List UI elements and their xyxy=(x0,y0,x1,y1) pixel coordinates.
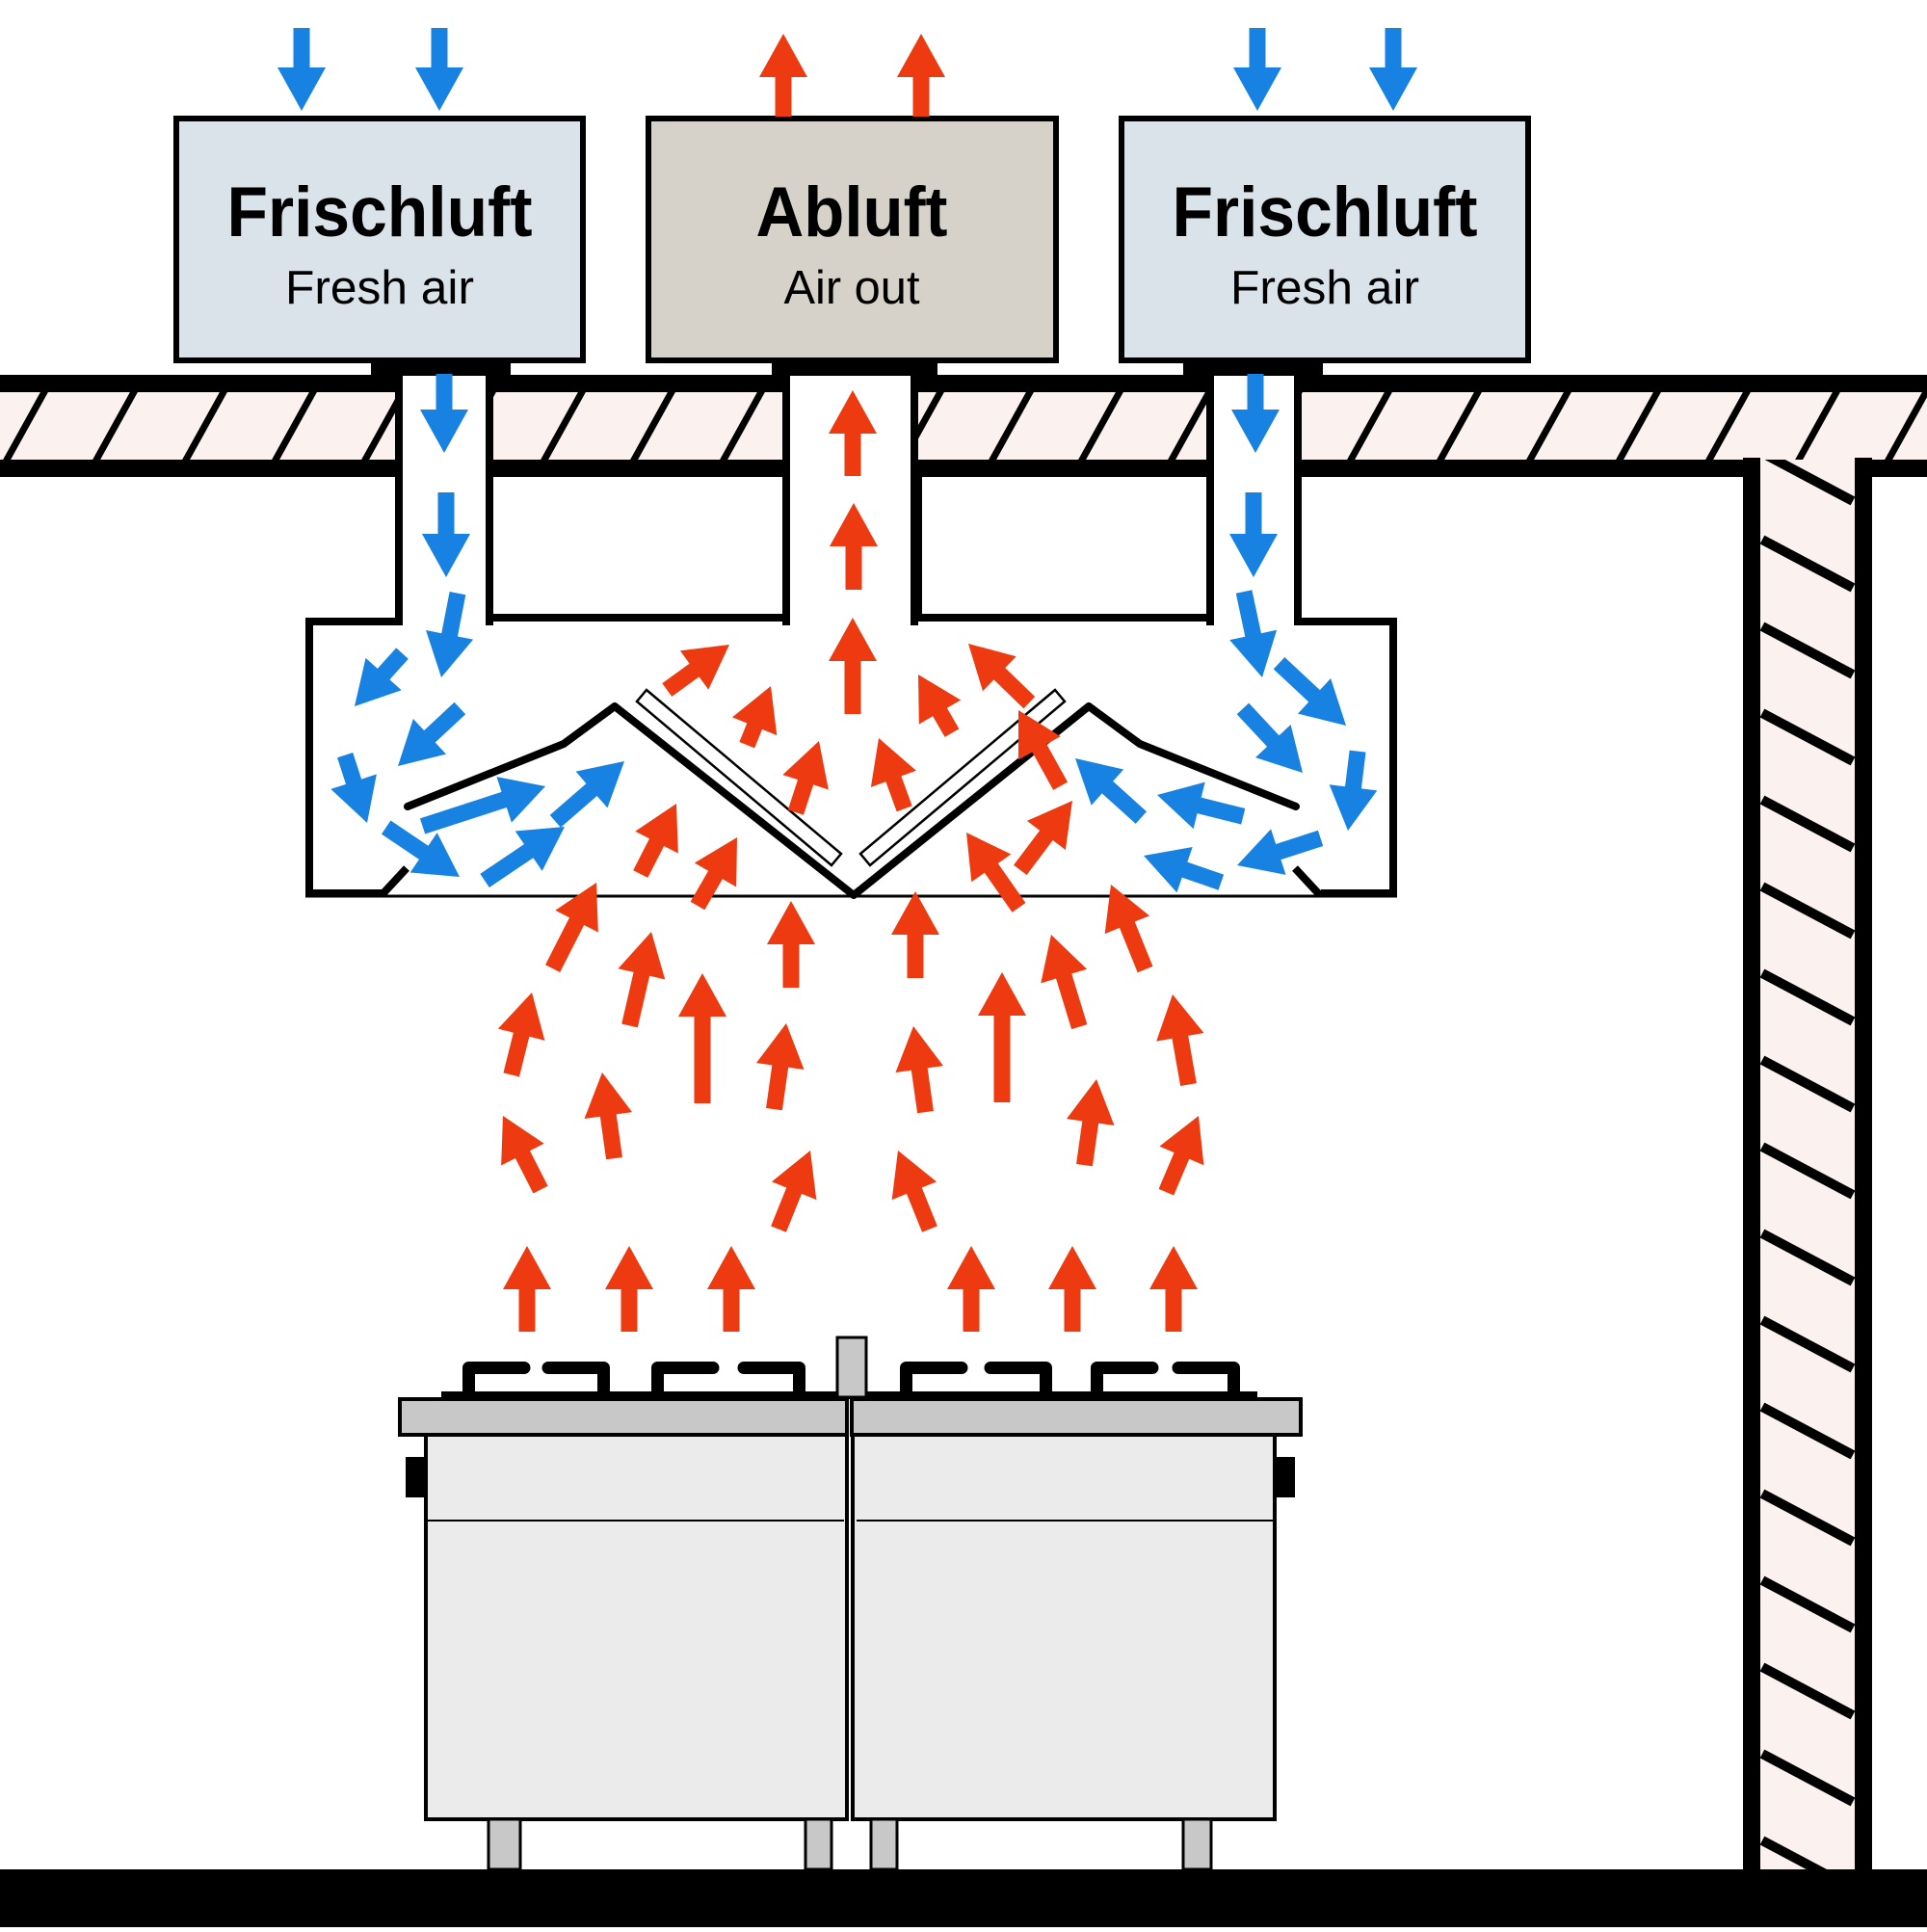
svg-text:Frischluft: Frischluft xyxy=(1173,173,1478,251)
svg-text:Fresh air: Fresh air xyxy=(1230,262,1419,314)
svg-text:Fresh air: Fresh air xyxy=(285,262,474,314)
svg-text:Abluft: Abluft xyxy=(756,173,948,251)
svg-text:Frischluft: Frischluft xyxy=(227,173,533,251)
svg-text:Air out: Air out xyxy=(784,262,920,314)
